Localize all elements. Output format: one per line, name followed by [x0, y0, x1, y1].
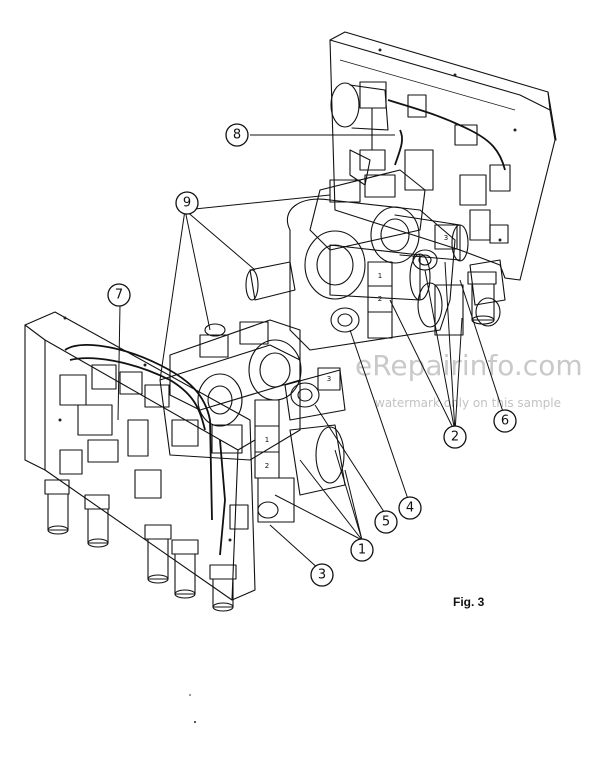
rear-filters [467, 271, 497, 325]
front-manifold-plate [24, 311, 256, 601]
callout-9: 9 [175, 191, 199, 215]
figure-caption: Fig. 3 [453, 595, 485, 609]
callout-2: 2 [443, 425, 467, 449]
watermark-main-text: eRepairinfo.com [355, 349, 583, 382]
callout-6-label: 6 [501, 414, 509, 429]
rear-block-mark-3: 3 [444, 234, 448, 242]
front-block-mark-3: 3 [327, 375, 331, 383]
callout-1-label: 1 [358, 543, 366, 558]
callout-7: 7 [107, 283, 131, 307]
callout-7-label: 7 [115, 288, 123, 303]
watermark-sub-text: watermark only on this sample [375, 396, 561, 410]
front-block-mark-2: 2 [265, 462, 269, 470]
callout-8: 8 [225, 123, 249, 147]
front-block-mark-1: 1 [265, 436, 269, 444]
front-pump-stack [159, 319, 346, 496]
rear-pump-stack [245, 169, 469, 351]
callout-2-label: 2 [451, 430, 459, 445]
rear-electric-unit [330, 81, 511, 244]
front-filters [44, 479, 237, 612]
callout-5: 5 [374, 510, 398, 534]
front-valve-blocks: 1 2 3 [254, 375, 331, 523]
callout-4-label: 4 [406, 501, 414, 516]
callout-4: 4 [398, 496, 422, 520]
callout-6: 6 [493, 409, 517, 433]
callout-1: 1 [350, 538, 374, 562]
callout-leaders [117, 134, 506, 571]
callout-5-label: 5 [382, 515, 390, 530]
rear-block-mark-2: 2 [378, 295, 382, 303]
rear-manifold-plate [329, 31, 557, 281]
rear-block-mark-1: 1 [378, 272, 382, 280]
callout-9-label: 9 [183, 196, 191, 211]
callout-3-label: 3 [318, 568, 326, 583]
callout-8-label: 8 [233, 128, 241, 143]
callout-3: 3 [310, 563, 334, 587]
